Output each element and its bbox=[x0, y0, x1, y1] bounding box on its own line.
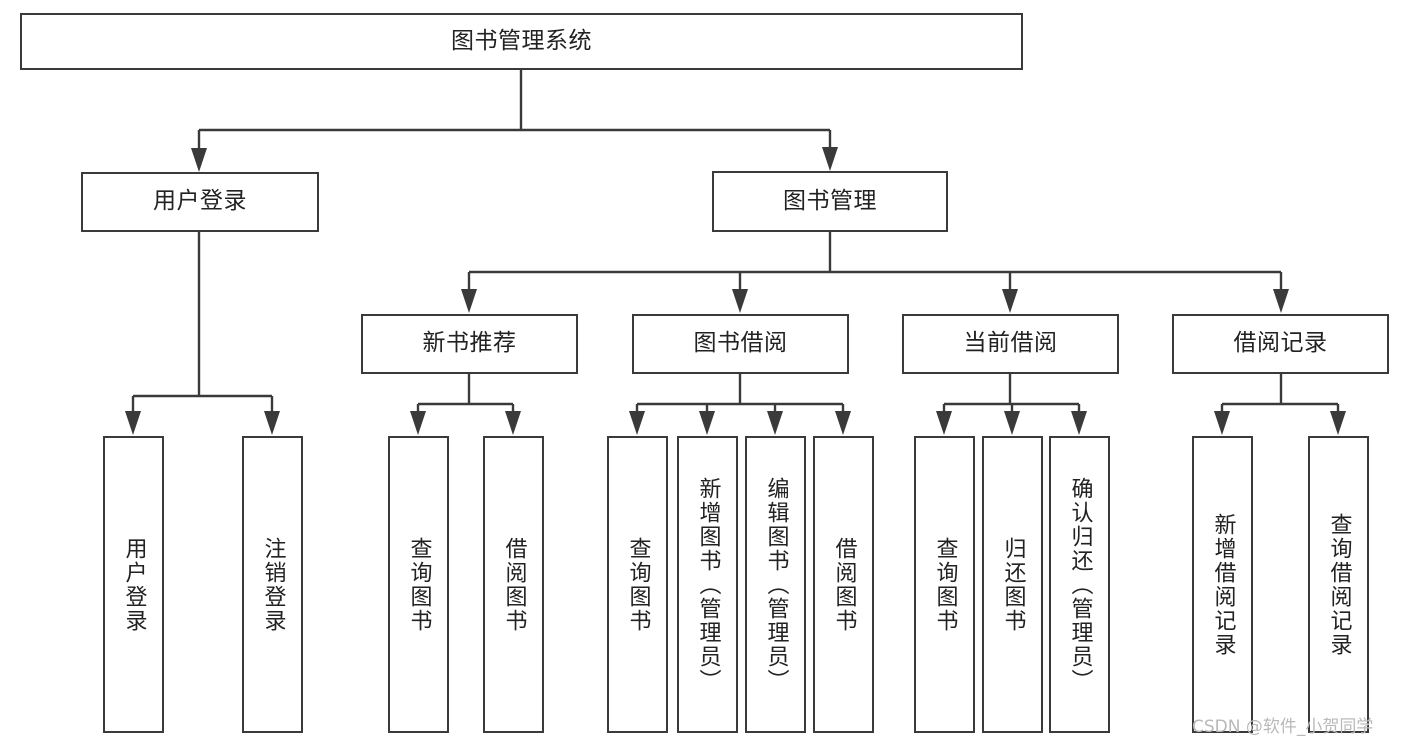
arrowhead-leaf-query-book-current bbox=[936, 411, 952, 435]
node-leaf-borrow-book-label: 借阅图书 bbox=[831, 536, 857, 633]
node-book-borrow[interactable]: 图书借阅 bbox=[632, 314, 849, 374]
node-leaf-borrow-book-rec[interactable]: 借阅图书 bbox=[483, 436, 544, 733]
node-leaf-query-book-current[interactable]: 查询图书 bbox=[914, 436, 975, 733]
node-borrow-records[interactable]: 借阅记录 bbox=[1172, 314, 1389, 374]
node-current-borrow-label: 当前借阅 bbox=[963, 330, 1058, 357]
node-book-borrow-label: 图书借阅 bbox=[693, 330, 788, 357]
node-leaf-add-borrow-record-label: 新增借阅记录 bbox=[1210, 512, 1236, 657]
arrowhead-leaf-query-borrow-record bbox=[1330, 411, 1346, 435]
node-leaf-query-borrow-record[interactable]: 查询借阅记录 bbox=[1308, 436, 1369, 733]
node-leaf-return-book-label: 归还图书 bbox=[1000, 536, 1026, 633]
node-leaf-user-login[interactable]: 用户登录 bbox=[103, 436, 164, 733]
node-borrow-records-label: 借阅记录 bbox=[1233, 330, 1328, 357]
arrowhead-leaf-add-book-admin bbox=[699, 411, 715, 435]
arrowhead-leaf-borrow-book-rec bbox=[505, 411, 521, 435]
arrowhead-leaf-query-book-borrow bbox=[629, 411, 645, 435]
node-leaf-add-book-admin[interactable]: 新增图书（管理员） bbox=[677, 436, 738, 733]
node-leaf-borrow-book-rec-label: 借阅图书 bbox=[501, 536, 527, 633]
node-leaf-user-login-label: 用户登录 bbox=[121, 536, 147, 633]
node-book-management[interactable]: 图书管理 bbox=[712, 171, 948, 232]
arrowhead-borrow-records bbox=[1273, 289, 1289, 313]
node-current-borrow[interactable]: 当前借阅 bbox=[902, 314, 1119, 374]
node-leaf-query-book-current-label: 查询图书 bbox=[932, 536, 958, 633]
arrowhead-book-borrow bbox=[732, 289, 748, 313]
node-root-label: 图书管理系统 bbox=[451, 27, 592, 54]
arrowhead-leaf-confirm-return-admin bbox=[1071, 411, 1087, 435]
node-leaf-query-book-rec-label: 查询图书 bbox=[406, 536, 432, 633]
arrowhead-leaf-add-borrow-record bbox=[1214, 411, 1230, 435]
node-book-management-label: 图书管理 bbox=[783, 187, 877, 214]
arrowhead-book-management bbox=[822, 147, 838, 171]
node-user-login[interactable]: 用户登录 bbox=[81, 172, 319, 232]
node-leaf-edit-book-admin[interactable]: 编辑图书（管理员） bbox=[745, 436, 806, 733]
node-new-book-recommend-label: 新书推荐 bbox=[422, 330, 517, 357]
node-leaf-confirm-return-admin-label: 确认归还（管理员） bbox=[1067, 476, 1093, 693]
arrowhead-current-borrow bbox=[1002, 289, 1018, 313]
arrowhead-new-book-recommend bbox=[461, 289, 477, 313]
node-leaf-logout[interactable]: 注销登录 bbox=[242, 436, 303, 733]
node-leaf-logout-label: 注销登录 bbox=[260, 536, 286, 633]
node-root[interactable]: 图书管理系统 bbox=[20, 13, 1023, 70]
node-leaf-confirm-return-admin[interactable]: 确认归还（管理员） bbox=[1049, 436, 1110, 733]
node-leaf-query-borrow-record-label: 查询借阅记录 bbox=[1326, 512, 1352, 657]
arrowhead-leaf-borrow-book bbox=[835, 411, 851, 435]
node-leaf-edit-book-admin-label: 编辑图书（管理员） bbox=[763, 476, 789, 693]
node-leaf-query-book-rec[interactable]: 查询图书 bbox=[388, 436, 449, 733]
node-leaf-query-book-borrow-label: 查询图书 bbox=[625, 536, 651, 633]
node-new-book-recommend[interactable]: 新书推荐 bbox=[361, 314, 578, 374]
node-leaf-borrow-book[interactable]: 借阅图书 bbox=[813, 436, 874, 733]
node-leaf-add-borrow-record[interactable]: 新增借阅记录 bbox=[1192, 436, 1253, 733]
arrowhead-user-login bbox=[191, 148, 207, 172]
arrowhead-leaf-query-book-rec bbox=[410, 411, 426, 435]
arrowhead-leaf-return-book bbox=[1004, 411, 1020, 435]
arrowhead-leaf-edit-book-admin bbox=[767, 411, 783, 435]
node-leaf-add-book-admin-label: 新增图书（管理员） bbox=[695, 476, 721, 693]
arrowhead-leaf-logout bbox=[264, 411, 280, 435]
node-user-login-label: 用户登录 bbox=[153, 188, 247, 215]
node-leaf-query-book-borrow[interactable]: 查询图书 bbox=[607, 436, 668, 733]
csdn-watermark: CSDN @软件_小贺同学 bbox=[1192, 717, 1374, 737]
arrowhead-leaf-user-login bbox=[125, 411, 141, 435]
node-leaf-return-book[interactable]: 归还图书 bbox=[982, 436, 1043, 733]
